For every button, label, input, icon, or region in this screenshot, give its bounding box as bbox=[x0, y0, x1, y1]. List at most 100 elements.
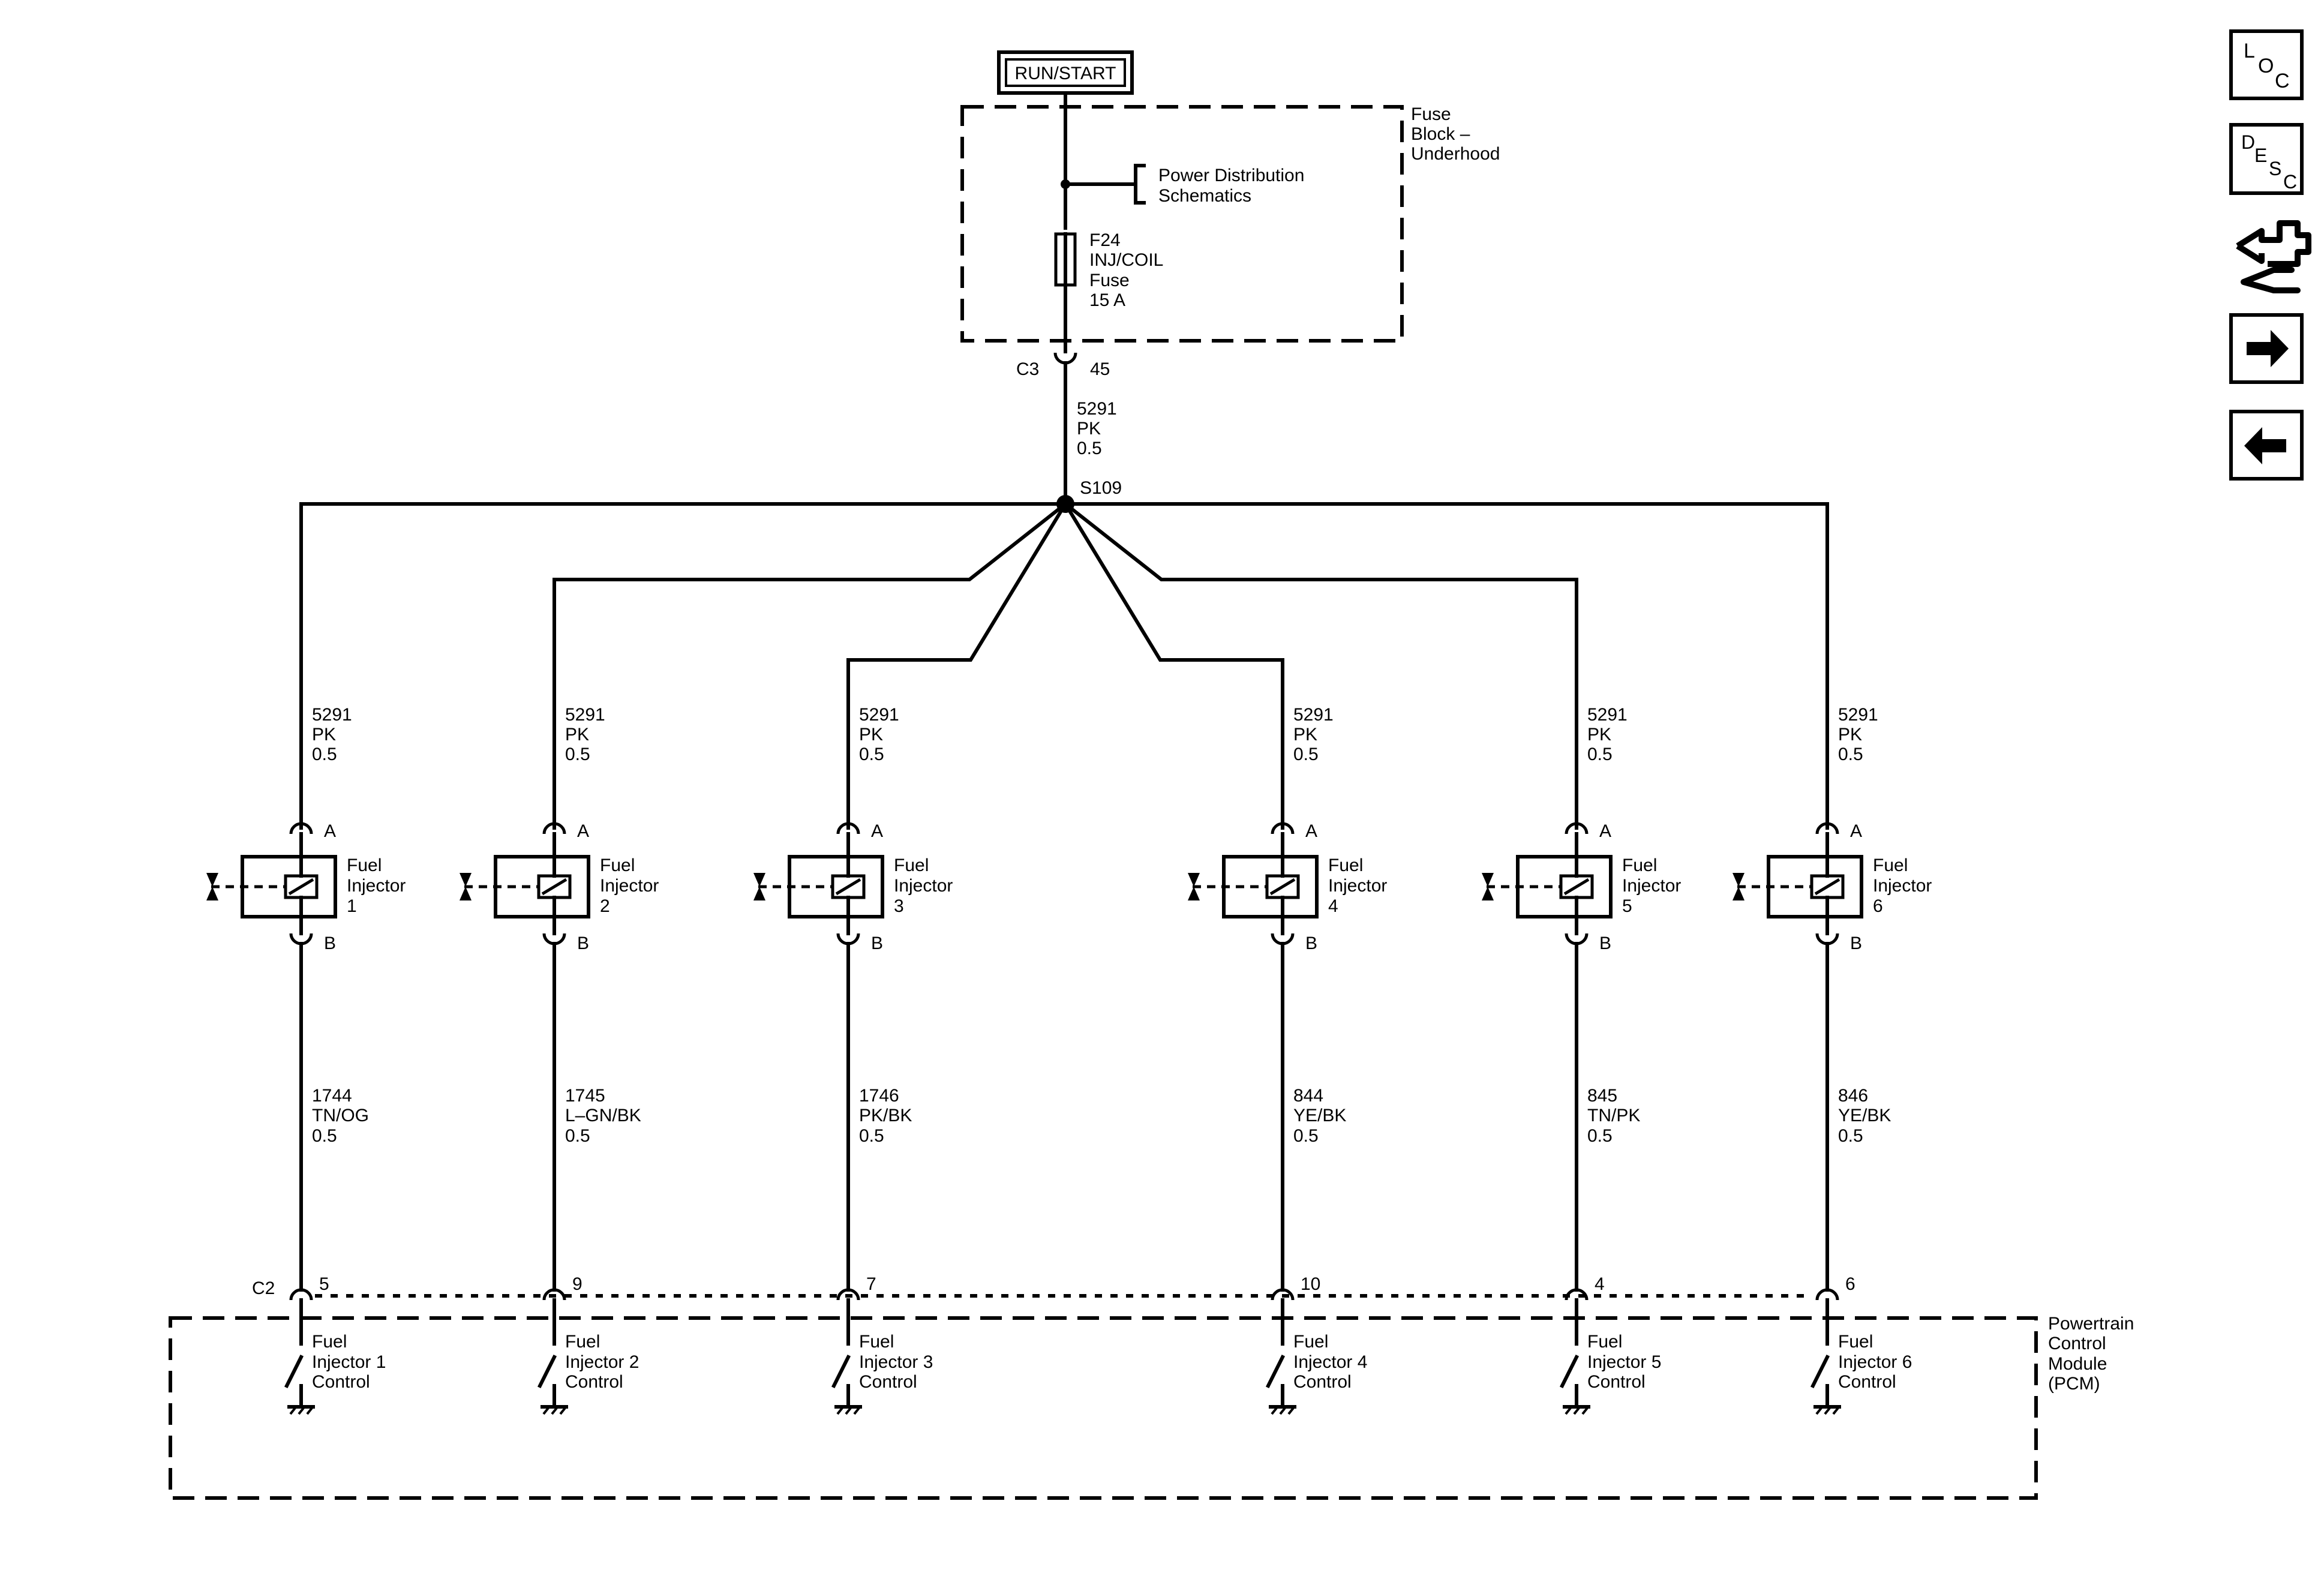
next-button[interactable] bbox=[2229, 313, 2304, 384]
injector-name-line2: Injector bbox=[1873, 876, 1932, 896]
injector-valve-icon bbox=[1188, 873, 1200, 900]
pcm-label-line1: Fuel bbox=[1293, 1332, 1328, 1352]
svg-text:Block –: Block – bbox=[1411, 124, 1470, 144]
control-color: YE/BK bbox=[1293, 1106, 1346, 1125]
pcm-label-line1: Fuel bbox=[565, 1332, 600, 1352]
injector-name-line1: Fuel bbox=[1622, 855, 1657, 875]
injector-name-line1: Fuel bbox=[894, 855, 929, 875]
power-dist-bracket bbox=[1134, 164, 1146, 205]
ground-icon bbox=[1269, 1405, 1296, 1415]
desc-button[interactable]: D E S C bbox=[2229, 123, 2304, 195]
pin-b-label: B bbox=[324, 933, 336, 953]
injector-name-line2: Injector bbox=[894, 876, 953, 896]
fuel-injector-2: 5291PK0.5AFuelInjector2B1745L–GN/BK0.59F… bbox=[460, 705, 659, 1415]
pcm-label-line3: Control bbox=[1587, 1372, 1646, 1392]
run-start-source: RUN/START bbox=[997, 50, 1134, 95]
back-button[interactable] bbox=[2229, 410, 2304, 481]
feed-size: 0.5 bbox=[312, 745, 337, 764]
svg-text:5291: 5291 bbox=[1077, 399, 1117, 419]
pcm-label-line1: Fuel bbox=[312, 1332, 347, 1352]
ground-icon bbox=[834, 1405, 862, 1415]
loc-letter-c: C bbox=[2275, 70, 2290, 92]
feed-color: PK bbox=[1838, 725, 1862, 745]
connector-icon-button[interactable] bbox=[2236, 220, 2311, 293]
pcm-pin-connector-symbol bbox=[1815, 1288, 1839, 1301]
injector-name-line2: Injector bbox=[1622, 876, 1681, 896]
pcm-label-line2: Injector 1 bbox=[312, 1352, 386, 1372]
feed-circuit: 5291 bbox=[1838, 705, 1878, 725]
branch-injector-5 bbox=[1062, 501, 1578, 830]
loc-button[interactable]: L O C bbox=[2229, 29, 2304, 100]
low-side-switch bbox=[284, 1354, 304, 1389]
loc-letter-l: L bbox=[2244, 40, 2255, 62]
solenoid-diagonal bbox=[1563, 878, 1590, 896]
pcm-pin-label: 6 bbox=[1845, 1274, 1855, 1294]
pcm-label-line1: Fuel bbox=[1587, 1332, 1622, 1352]
low-side-switch bbox=[1810, 1354, 1830, 1389]
desc-letter-s: S bbox=[2269, 158, 2281, 179]
arrow-left-icon bbox=[2244, 427, 2286, 464]
pcm-label-line2: Injector 3 bbox=[859, 1352, 933, 1372]
injector-valve-icon bbox=[753, 873, 765, 900]
pcm-pin-connector-symbol bbox=[836, 1288, 860, 1301]
pcm-label-line1: Fuel bbox=[859, 1332, 894, 1352]
control-circuit: 1746 bbox=[859, 1086, 899, 1106]
ground-icon bbox=[541, 1405, 568, 1415]
pin-b-label: B bbox=[1850, 933, 1862, 953]
pin-a-label: A bbox=[1599, 821, 1611, 841]
branch-injector-4 bbox=[1062, 501, 1284, 830]
ground-icon bbox=[1563, 1405, 1590, 1415]
branch-injector-6 bbox=[1064, 502, 1829, 830]
control-size: 0.5 bbox=[312, 1126, 337, 1146]
pin-a-label: A bbox=[324, 821, 336, 841]
power-dist-link[interactable]: Power Distribution Schematics bbox=[1158, 166, 1304, 206]
feed-size: 0.5 bbox=[1838, 745, 1863, 764]
feed-color: PK bbox=[1587, 725, 1611, 745]
fuel-injector-1: 5291PK0.5AFuelInjector1B1744TN/OG0.55Fue… bbox=[206, 705, 406, 1415]
pcm-label-line3: Control bbox=[312, 1372, 370, 1392]
svg-text:Fuse: Fuse bbox=[1089, 271, 1130, 290]
pin-a-label: A bbox=[1850, 821, 1862, 841]
injector-name-line3: 4 bbox=[1328, 896, 1338, 916]
pcm-label-line2: Injector 4 bbox=[1293, 1352, 1367, 1372]
pcm-pin-label: 10 bbox=[1301, 1274, 1320, 1294]
fuse-f24-label: F24 INJ/COIL Fuse 15 A bbox=[1089, 230, 1163, 310]
feed-size: 0.5 bbox=[565, 745, 590, 764]
fuse-block-label: Fuse Block – Underhood bbox=[1411, 104, 1500, 164]
desc-letter-d: D bbox=[2241, 131, 2255, 153]
run-start-label: RUN/START bbox=[1015, 64, 1116, 83]
svg-text:F24: F24 bbox=[1089, 230, 1121, 250]
control-circuit: 1744 bbox=[312, 1086, 352, 1106]
pcm-label-line3: Control bbox=[859, 1372, 917, 1392]
low-side-switch bbox=[831, 1354, 851, 1389]
solenoid-diagonal bbox=[1814, 878, 1840, 896]
feed-color: PK bbox=[1293, 725, 1317, 745]
pin-a-connector-symbol bbox=[1815, 822, 1839, 834]
injector-name-line3: 3 bbox=[894, 896, 904, 916]
control-color: TN/PK bbox=[1587, 1106, 1640, 1125]
control-size: 0.5 bbox=[565, 1126, 590, 1146]
solenoid-diagonal bbox=[541, 878, 568, 896]
svg-text:Powertrain: Powertrain bbox=[2048, 1314, 2134, 1334]
fuel-injector-4: 5291PK0.5AFuelInjector4B844YE/BK0.510Fue… bbox=[1188, 705, 1387, 1415]
feed-circuit: 5291 bbox=[1587, 705, 1628, 725]
control-color: TN/OG bbox=[312, 1106, 369, 1125]
feed-circuit: 5291 bbox=[565, 705, 605, 725]
control-size: 0.5 bbox=[859, 1126, 884, 1146]
